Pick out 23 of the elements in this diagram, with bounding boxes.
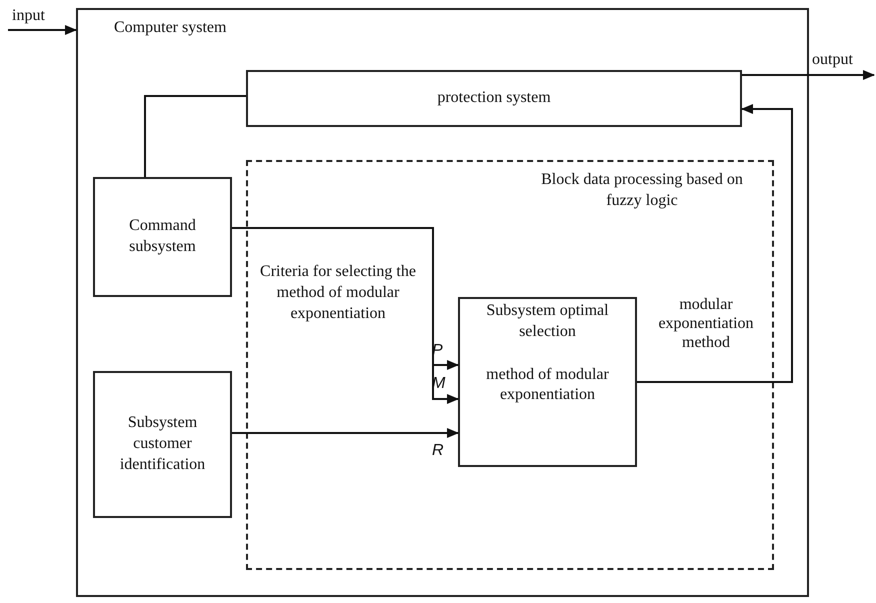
arrow (8, 25, 77, 35)
box-heading: Command subsystem (128, 216, 197, 257)
process-box (246, 70, 742, 127)
note-text: Criteria for selecting the method of modular exponentiation (259, 262, 417, 324)
edge-label: modular exponentiation method (657, 295, 755, 353)
box-heading: protection system (437, 88, 551, 108)
box-heading: Block data processing based on fuzzy logic (540, 170, 744, 211)
process-box (93, 371, 232, 518)
arrow (637, 104, 793, 383)
system-box (76, 8, 809, 597)
box-heading: Computer system (114, 18, 226, 38)
edge-label: R (432, 441, 445, 460)
process-box (93, 177, 232, 297)
edge-label: output (812, 50, 854, 70)
box-heading: Subsystem customer identification (118, 413, 206, 475)
box-text: method of modular exponentiation (485, 364, 610, 406)
arrow (742, 70, 875, 80)
edge-label: input (12, 6, 46, 26)
process-box (458, 297, 637, 467)
dashed-group-box (246, 160, 774, 570)
box-heading: Subsystem optimal selection (485, 301, 610, 342)
arrow (232, 428, 459, 438)
arrow (232, 227, 459, 404)
